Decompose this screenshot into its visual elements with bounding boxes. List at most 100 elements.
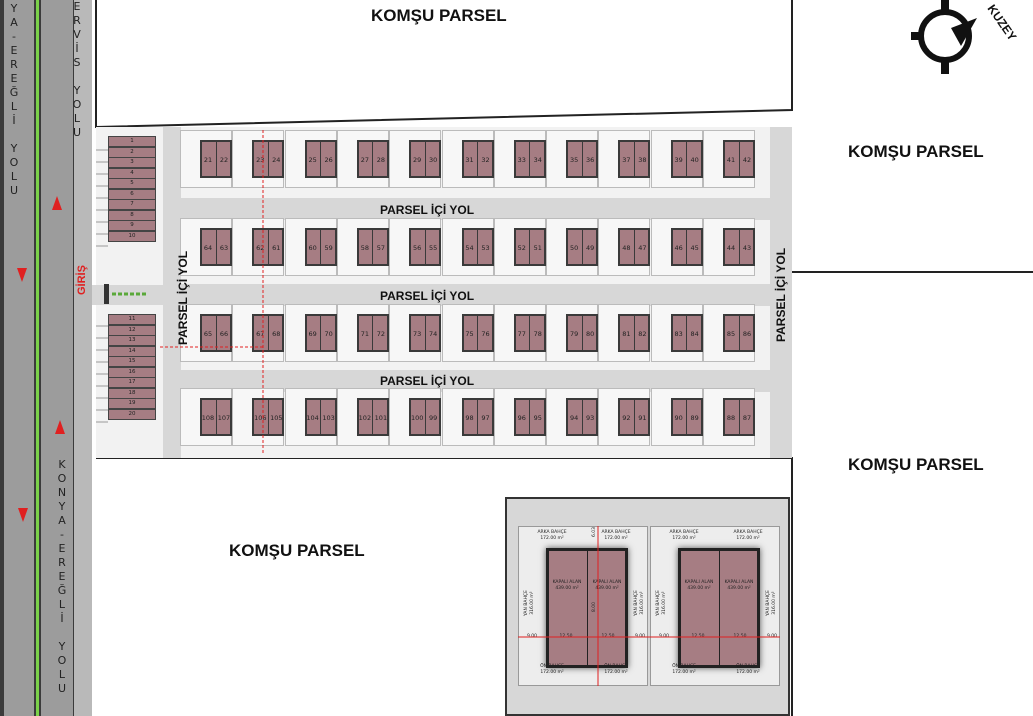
parking-lines — [96, 149, 108, 423]
plot-number: 33 — [517, 156, 526, 164]
plot-divider — [477, 400, 478, 434]
plot-number: 76 — [481, 330, 490, 338]
road-name-letter: A — [10, 16, 18, 29]
plot-number: 62 — [256, 244, 265, 252]
road-name-letter: İ — [12, 114, 16, 127]
road-name-letter: L — [58, 668, 66, 681]
road-name-letter: O — [72, 98, 82, 111]
plot-number: 65 — [203, 330, 213, 338]
service-road — [74, 0, 92, 716]
plot-divider — [529, 400, 531, 434]
inner-road-label-3: PARSEL İÇİ YOL — [380, 374, 475, 388]
plot-number: 63 — [219, 244, 229, 252]
road-name-letter: U — [72, 126, 82, 139]
plot-number: 89 — [690, 414, 699, 422]
plot-number: 48 — [622, 244, 631, 252]
plot-number: 92 — [622, 414, 631, 422]
traffic-arrow-up-icon — [52, 196, 62, 210]
plot-number: 84 — [690, 330, 699, 338]
road-name-letter: R — [73, 14, 81, 27]
plot-divider — [738, 230, 740, 264]
road-name-letter: A — [58, 514, 66, 527]
plot-number: 74 — [429, 330, 438, 338]
plot-divider — [738, 142, 740, 176]
highway-lane-left — [4, 0, 34, 716]
plot-divider — [581, 142, 583, 176]
plot-divider — [320, 400, 322, 434]
plot-number: 21 — [203, 156, 213, 164]
plot-number: 79 — [569, 330, 579, 338]
parking-stall: 10 — [108, 230, 156, 242]
plot-divider — [215, 316, 217, 350]
road-name-letter: O — [9, 156, 19, 169]
plot-number: 86 — [742, 330, 752, 338]
plot-number: 52 — [517, 244, 526, 252]
plot-number: 69 — [308, 330, 317, 338]
plot-divider — [529, 316, 531, 350]
plot-number: 96 — [517, 414, 526, 422]
plot-number: 28 — [376, 156, 386, 164]
plot-number: 26 — [324, 156, 333, 164]
plot-number: 68 — [272, 330, 281, 338]
plot-number: 30 — [429, 156, 438, 164]
plot-number: 51 — [533, 244, 542, 252]
plot-divider — [529, 230, 531, 264]
plot-number: 60 — [308, 244, 317, 252]
plot-number: 53 — [481, 244, 490, 252]
plot-number: 49 — [585, 244, 595, 252]
plot-number: 82 — [638, 330, 647, 338]
plot-number: 40 — [690, 156, 699, 164]
plot-divider — [738, 400, 740, 434]
plot-divider — [477, 230, 478, 264]
plot-divider — [320, 316, 322, 350]
road-name-letter: Y — [73, 84, 81, 97]
plot-number: 24 — [272, 156, 281, 164]
road-name-letter: L — [10, 170, 18, 183]
plot-number: 32 — [481, 156, 490, 164]
inner-road-2 — [163, 284, 792, 306]
plot-number: 41 — [726, 156, 736, 164]
plot-divider — [686, 142, 688, 176]
inner-road-3 — [163, 370, 792, 392]
plot-divider — [267, 316, 269, 350]
plot-number: 61 — [272, 244, 281, 252]
plot-number: 38 — [638, 156, 647, 164]
road-name-letter: L — [58, 598, 66, 611]
road-name-letter: N — [57, 486, 67, 499]
plot-number: 71 — [360, 330, 370, 338]
plot-divider — [686, 230, 688, 264]
neighbor-parcel-right-bottom: KOMŞU PARSEL — [848, 455, 984, 474]
plot-divider — [424, 142, 426, 176]
plot-number: 95 — [533, 414, 542, 422]
plot-number: 22 — [219, 156, 229, 164]
plot-number: 39 — [674, 156, 683, 164]
plot-number: 67 — [256, 330, 265, 338]
road-name-letter: - — [12, 30, 16, 43]
plot-number: 106 — [254, 414, 267, 422]
plot-number: 105 — [270, 414, 283, 422]
plot-number: 83 — [674, 330, 683, 338]
plot-number: 108 — [201, 414, 215, 422]
plot-number: 31 — [465, 156, 474, 164]
plot-divider — [424, 230, 426, 264]
plot-divider — [267, 142, 269, 176]
traffic-arrow-up-icon — [55, 420, 65, 434]
plot-divider — [215, 230, 217, 264]
plot-divider — [477, 142, 478, 176]
plot-divider — [215, 400, 217, 434]
road-name-letter: L — [73, 112, 81, 125]
entrance-green-strip — [112, 292, 148, 296]
plot-number: 44 — [726, 244, 736, 252]
plot-divider — [215, 142, 217, 176]
highway-lane-right — [41, 0, 73, 716]
